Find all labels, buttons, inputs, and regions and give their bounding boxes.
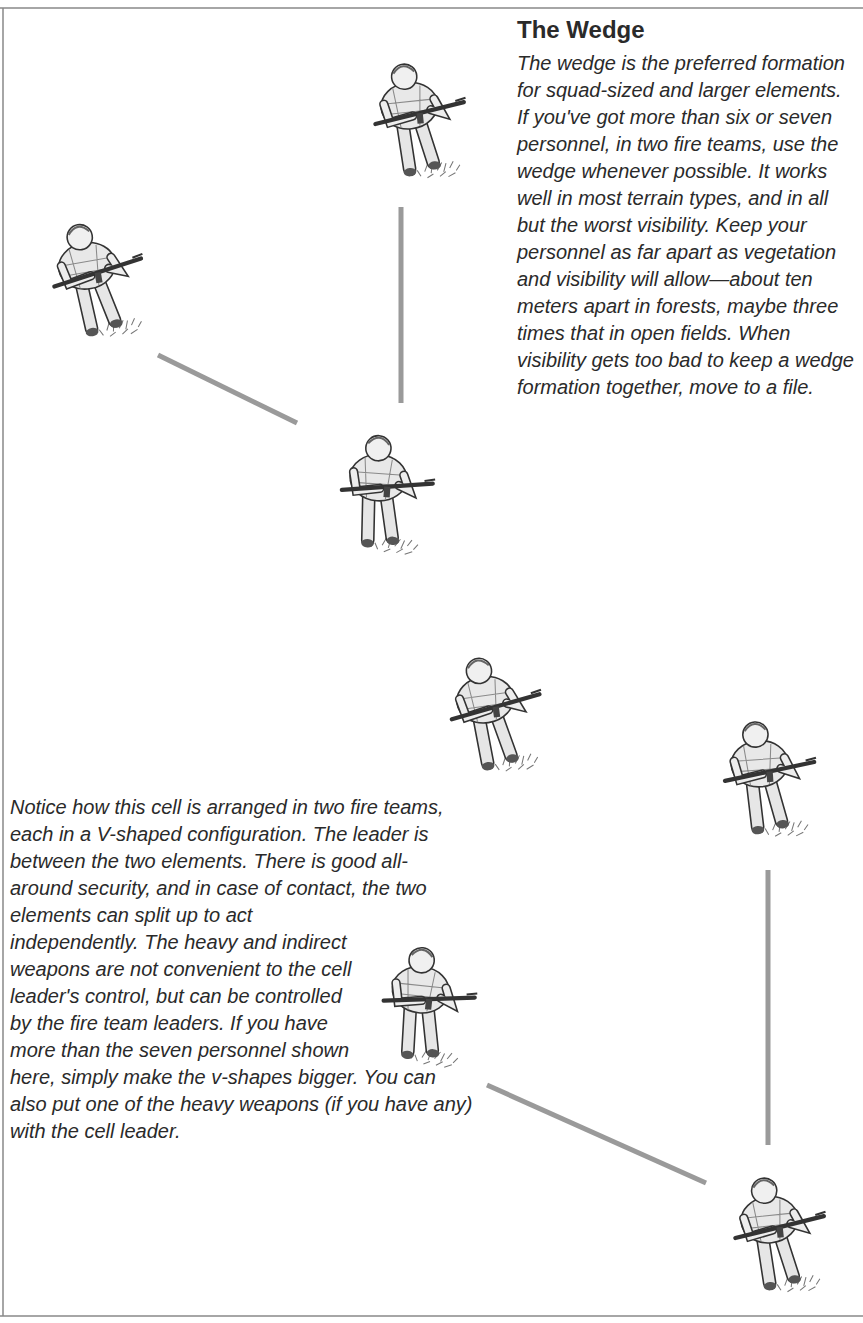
spacing-line <box>766 870 771 1145</box>
frame-line <box>0 1315 863 1317</box>
soldier-figure <box>377 944 481 1070</box>
soldier-figure <box>729 1172 833 1298</box>
page-frame <box>0 8 863 1316</box>
spacing-line <box>158 355 297 423</box>
caption-text-block: Notice how this cell is arranged in two … <box>10 794 530 1314</box>
body-text-block: The wedge is the preferred formation for… <box>517 50 857 401</box>
soldier-figure <box>44 215 155 346</box>
heading: The Wedge <box>517 16 857 44</box>
soldier-figure <box>338 433 438 556</box>
frame-line <box>0 7 863 9</box>
frame-line <box>2 8 4 1316</box>
soldier-figure <box>444 650 552 778</box>
soldier-figure <box>369 58 473 184</box>
spacing-line <box>399 207 404 403</box>
caption-text: Notice how this cell is arranged in two … <box>10 796 473 1142</box>
soldier-figure <box>721 718 821 841</box>
spacing-line <box>487 1085 706 1183</box>
body-text: The wedge is the preferred formation for… <box>517 52 854 398</box>
